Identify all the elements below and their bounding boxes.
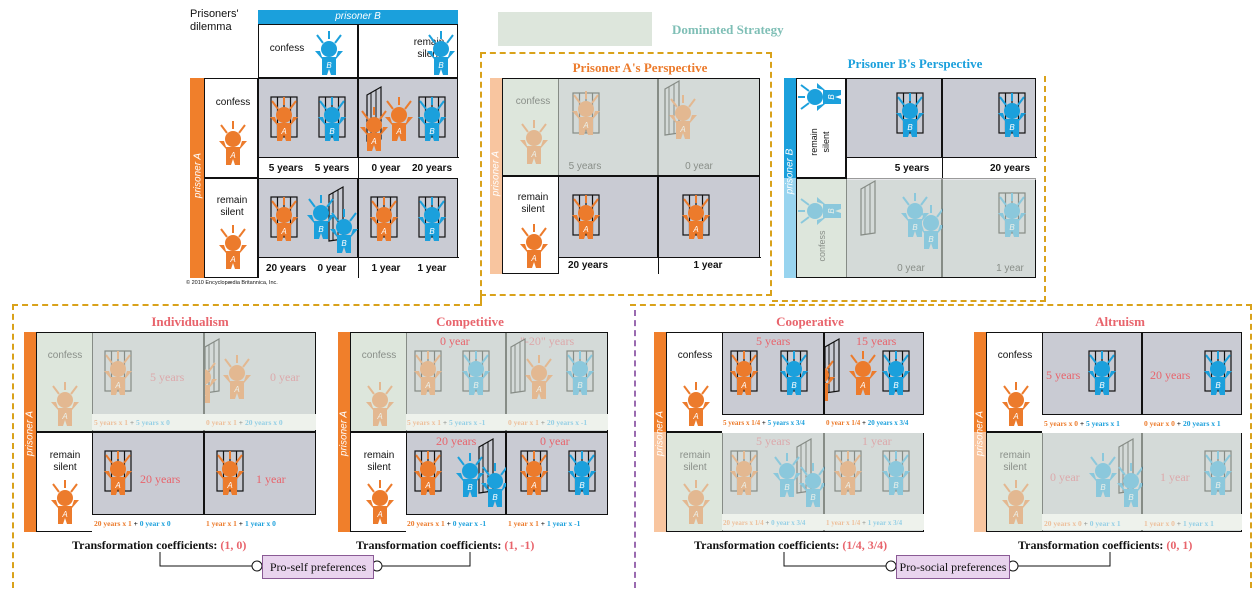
copyright: © 2010 Encyclopædia Britannica, Inc.: [186, 280, 278, 286]
a-figure-icon: [218, 120, 248, 166]
coefficients: Transformation coefficients: (1, -1): [356, 538, 535, 552]
pa-cell-4: 1 year: [658, 176, 761, 276]
b-silent-cell: remain silent: [358, 24, 458, 78]
main-cell-cc: 5 years 5 years: [258, 78, 359, 180]
perspective-b-box: [772, 76, 1046, 302]
coefficients: Transformation coefficients: (0, 1): [1018, 538, 1193, 552]
panel-title: Competitive: [436, 314, 504, 329]
pa-cell-1: 5 years: [558, 78, 658, 176]
pb-cell-2: 20 years: [942, 78, 1037, 180]
perspective-a-title: Prisoner A's Perspective: [572, 60, 708, 75]
a-confess-cell: confess: [204, 78, 258, 178]
legend-swatch: [498, 12, 652, 46]
prisoner-a-label: prisoner A: [192, 152, 204, 199]
main-title: Prisoners' dilemma: [190, 8, 239, 33]
main-cell-cs: 0 year 20 years: [358, 78, 459, 180]
pro-social-pill: Pro-social preferences: [896, 555, 1010, 579]
b-figure-icon: [314, 30, 344, 76]
main-cell-sc: 20 years 0 year: [258, 178, 359, 280]
coefficients: Transformation coefficients: (1/4, 3/4): [694, 538, 888, 552]
perspective-a-side-label: prisoner A: [490, 150, 502, 197]
perspective-a-box: [480, 52, 772, 296]
pb-cell-3: 0 year: [846, 178, 943, 278]
panel-title: Individualism: [151, 314, 229, 329]
divider: [634, 310, 636, 588]
panel-title: Cooperative: [776, 314, 844, 329]
pb-cell-4: 1 year: [942, 178, 1036, 278]
pro-self-pill: Pro-self preferences: [262, 555, 374, 579]
pa-cell-3: 20 years: [558, 176, 659, 276]
panel-title: Altruism: [1095, 314, 1145, 329]
a-figure-icon: [218, 224, 248, 270]
legend-label: Dominated Strategy: [672, 22, 784, 37]
pb-cell-1: 5 years: [846, 78, 943, 180]
b-confess-cell: confess: [258, 24, 358, 78]
a-silent-cell: remain silent: [204, 178, 258, 278]
pro-social-connector: [783, 552, 1111, 572]
b-figure-icon: [426, 30, 456, 76]
main-cell-ss: 1 year 1 year: [358, 178, 459, 280]
prisoner-a-sidebar: [190, 78, 204, 278]
prisoner-b-header: prisoner B: [258, 10, 458, 24]
perspective-b-side-label: prisoner B: [784, 148, 796, 195]
perspective-b-title: Prisoner B's Perspective: [847, 56, 983, 71]
pro-social-frame: [630, 304, 1252, 306]
pro-self-frame: [12, 304, 480, 306]
pa-cell-2: 0 year: [658, 78, 760, 176]
coefficients: Transformation coefficients: (1, 0): [72, 538, 247, 552]
